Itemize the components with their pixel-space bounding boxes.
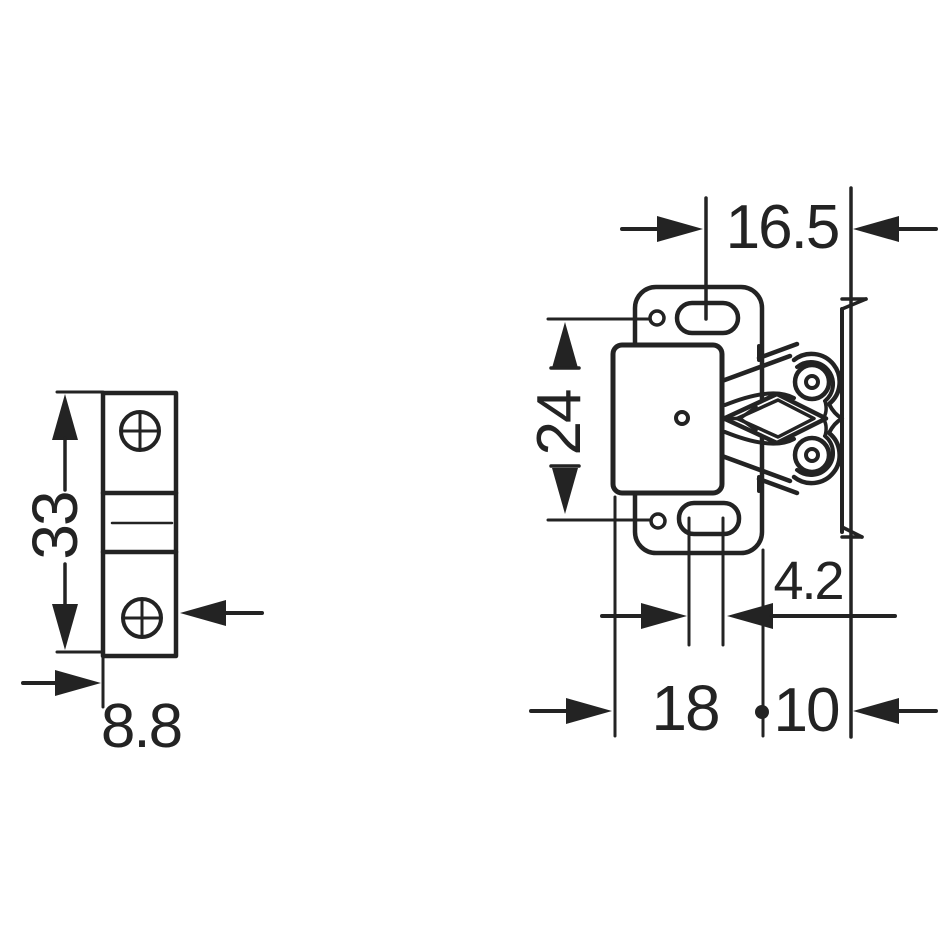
bottom-roller bbox=[792, 435, 832, 475]
top-roller-housing-outer bbox=[791, 351, 842, 407]
arrowhead-left bbox=[180, 600, 226, 626]
bottom-roller-housing-outer bbox=[791, 430, 842, 486]
dim-label-slot-to-strike: 16.5 bbox=[725, 193, 841, 262]
arrowhead-left bbox=[727, 603, 773, 629]
arrowhead-up bbox=[552, 322, 578, 368]
dim-label-strike-depth: 10 bbox=[773, 676, 841, 745]
dim-label-width: 18 bbox=[651, 672, 720, 744]
top-roller-housing-inner bbox=[795, 359, 836, 403]
arrowhead-right bbox=[566, 698, 612, 724]
screw-top bbox=[119, 410, 161, 452]
dim-front-hole-spacing bbox=[546, 317, 653, 522]
arrowhead-down bbox=[552, 468, 578, 514]
front-view bbox=[610, 284, 868, 556]
arrowhead-right bbox=[55, 670, 101, 696]
dim-label-side-width: 8.8 bbox=[100, 692, 183, 761]
dim-label-slot-width: 4.2 bbox=[773, 551, 844, 611]
dim-label-hole-spacing: 24 bbox=[525, 390, 594, 456]
shared-dimension-dot bbox=[755, 705, 769, 719]
dim-front-width-and-strike bbox=[529, 495, 938, 738]
arrowhead-down bbox=[52, 604, 78, 650]
spring-diamond-outer bbox=[721, 391, 829, 446]
arrowhead-left bbox=[853, 216, 899, 242]
arrowhead-left bbox=[853, 698, 899, 724]
bottom-screw-slot bbox=[676, 500, 742, 537]
roller-mechanism bbox=[719, 341, 844, 496]
dim-front-slot-to-strike bbox=[620, 186, 938, 739]
side-plate-outline bbox=[100, 390, 179, 659]
top-roller bbox=[792, 362, 832, 402]
dim-label-side-height: 33 bbox=[19, 492, 91, 560]
spring-diamond-inner bbox=[735, 398, 816, 439]
catch-body-pin bbox=[674, 410, 690, 426]
top-roller-axle-hole bbox=[804, 374, 820, 390]
arrowhead-right bbox=[657, 216, 703, 242]
dim-side-width bbox=[21, 600, 264, 709]
screw-bottom bbox=[121, 597, 163, 639]
dim-side-height bbox=[52, 390, 105, 654]
top-pilot-hole bbox=[648, 309, 666, 327]
side-view bbox=[100, 390, 179, 659]
strike-plate bbox=[840, 297, 868, 539]
bottom-roller-axle-hole bbox=[804, 447, 820, 463]
bottom-roller-housing-inner bbox=[795, 434, 836, 478]
bottom-pilot-hole bbox=[649, 512, 667, 530]
arrowhead-right bbox=[641, 603, 687, 629]
arrowhead-up bbox=[52, 394, 78, 440]
catch-body bbox=[610, 342, 725, 496]
